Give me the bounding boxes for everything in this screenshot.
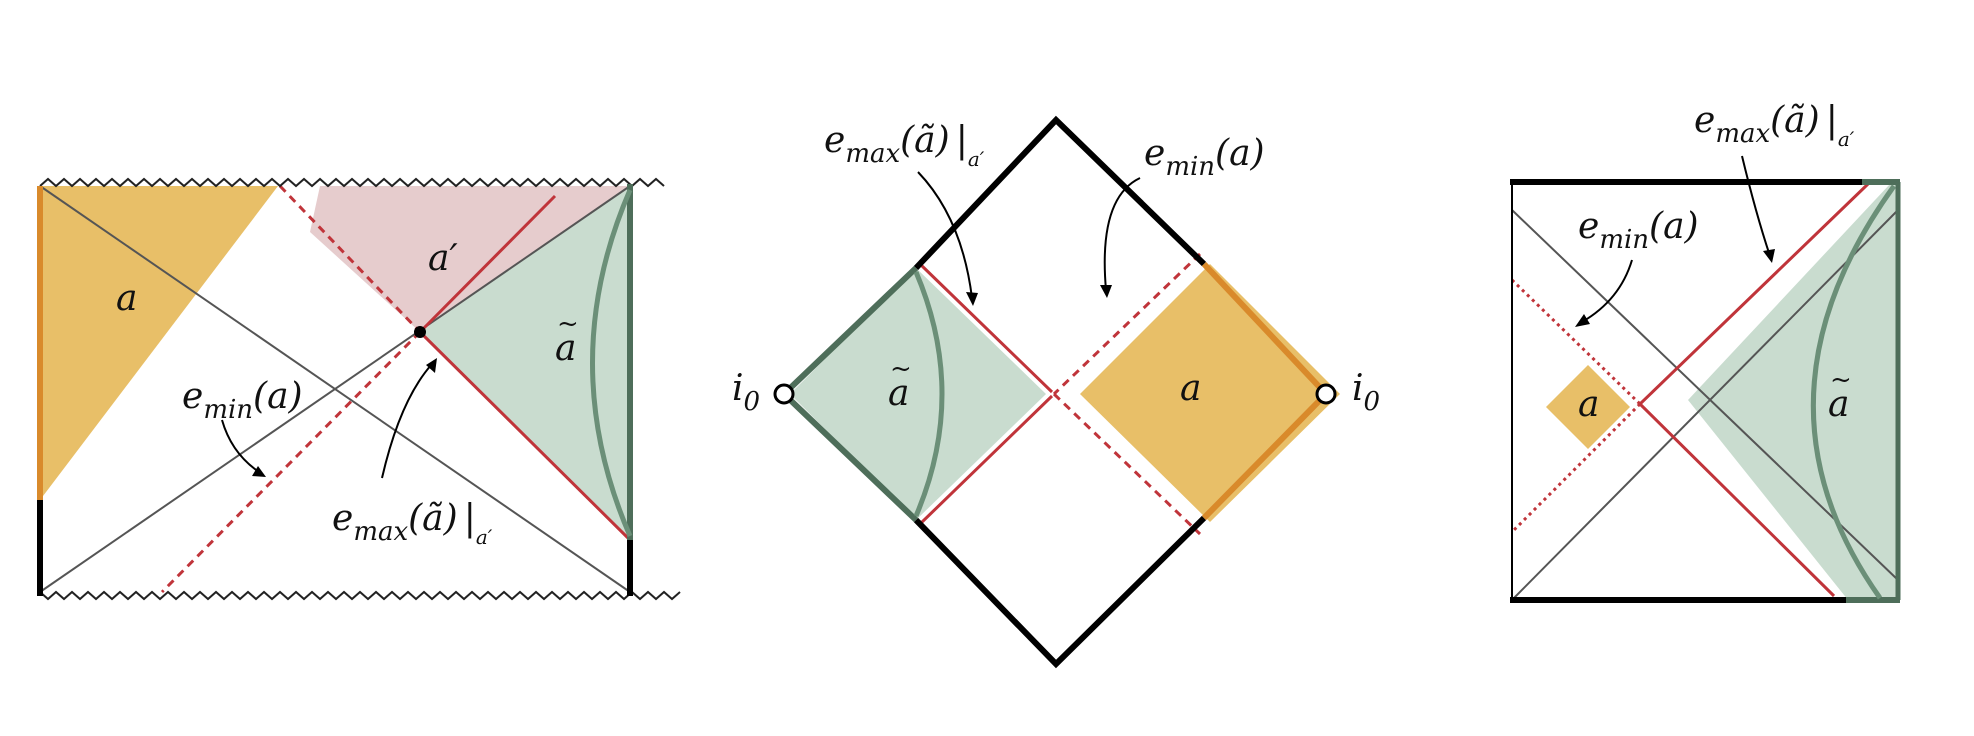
label-emin: emin(a) <box>1144 133 1265 182</box>
region-a-fill <box>40 186 278 500</box>
green-curve <box>1810 184 1897 600</box>
emax-red-line <box>918 262 1054 394</box>
label-a: a <box>1578 384 1599 425</box>
diamond-boundary <box>913 515 1207 669</box>
green-curve <box>913 271 945 517</box>
emax-red-line <box>1638 402 1836 598</box>
label-i0-left: i0 <box>732 368 760 417</box>
emax-arrow <box>1741 155 1771 257</box>
label-a-tilde: a <box>555 328 576 369</box>
emax-arrowhead <box>966 292 978 306</box>
emin-arrow <box>1581 259 1633 323</box>
label-emin: emin(a) <box>1578 206 1699 255</box>
emax-red-line <box>418 330 632 542</box>
emin-arrow <box>221 419 263 475</box>
emax-arrow <box>917 171 973 299</box>
diagonal-line <box>39 185 631 593</box>
emin-dotted-line <box>1510 278 1642 406</box>
panel-middle-diagram: a ~ a i0 i0 emax(ã)|a′ emin(a) <box>732 115 1380 669</box>
label-a-prime: a′ <box>428 238 458 279</box>
emin-arrow <box>1103 177 1141 291</box>
region-a-tilde-fill <box>420 186 630 540</box>
panel-left-diagram: a a′ a ~ emin(a) emax(ã)|a′ <box>37 177 681 601</box>
panel-right-diagram: a a ~ emin(a) emax(ã)|a′ <box>1510 100 1901 603</box>
region-a-tilde-fill <box>1688 184 1898 600</box>
i0-left-point <box>773 383 795 405</box>
label-a-tilde-mark: ~ <box>1830 365 1852 395</box>
corner-point <box>414 326 426 338</box>
label-a: a <box>116 278 137 319</box>
emin-dashed-line <box>1052 252 1202 396</box>
label-a: a <box>1180 368 1201 409</box>
label-emin: emin(a) <box>182 376 303 425</box>
emax-arrowhead <box>1763 249 1775 263</box>
green-curve <box>590 189 633 537</box>
emin-arrowhead <box>252 466 266 477</box>
singularity-bottom <box>39 590 681 601</box>
emin-dashed-line <box>1052 392 1202 536</box>
diagonal-line <box>1511 209 1899 601</box>
label-emax: emax(ã)|a′ <box>824 120 985 171</box>
diamond-boundary <box>913 115 1207 271</box>
label-emax: emax(ã)|a′ <box>1694 100 1855 151</box>
i0-right-point <box>1315 383 1337 405</box>
label-a-tilde-mark: ~ <box>557 309 579 339</box>
emin-dashed-line <box>160 330 422 594</box>
region-a-fill <box>1080 264 1340 522</box>
emax-red-line <box>1638 182 1870 406</box>
region-a-fill <box>1546 365 1630 449</box>
region-a-prime-fill <box>310 186 630 332</box>
emax-red-line <box>418 194 557 334</box>
label-emax: emax(ã)|a′ <box>332 498 493 549</box>
emax-arrow <box>381 363 433 479</box>
emax-arrowhead <box>426 358 437 373</box>
label-i0-right: i0 <box>1352 368 1380 417</box>
region-a-tilde-fill <box>790 268 1046 520</box>
singularity-top <box>39 177 665 188</box>
label-a-tilde: a <box>888 373 909 414</box>
emin-arrowhead <box>1100 285 1112 298</box>
label-a-tilde-mark: ~ <box>890 354 912 384</box>
emin-arrowhead <box>1575 314 1590 327</box>
emin-dashed-line <box>278 184 422 334</box>
label-a-tilde: a <box>1828 384 1849 425</box>
emax-red-line <box>918 394 1054 526</box>
emin-dotted-line <box>1510 402 1642 534</box>
